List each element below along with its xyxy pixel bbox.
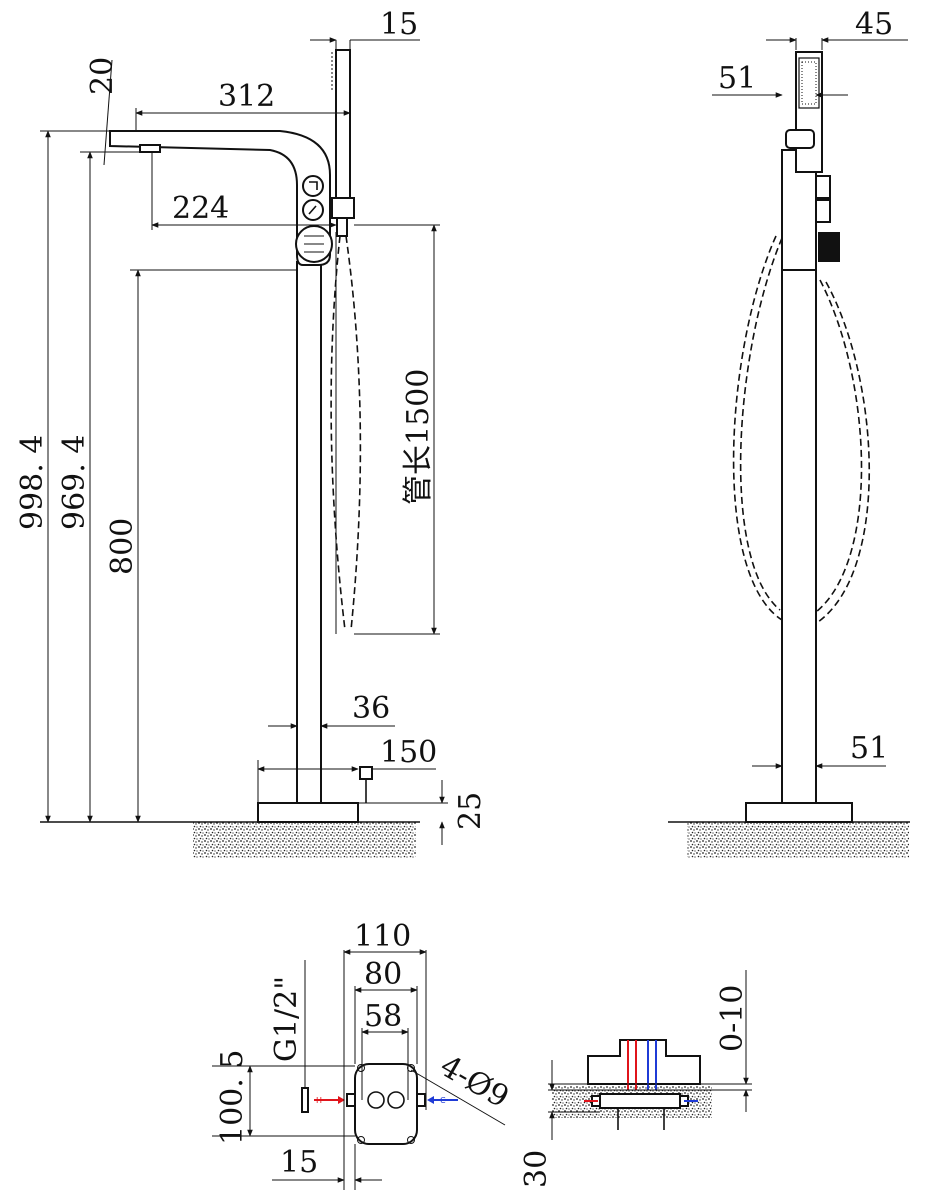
dim-edge: 15 [280, 1145, 318, 1180]
plan-inlet-right [387, 1091, 405, 1109]
label-hot: H [316, 1096, 322, 1105]
front-knob-2 [815, 199, 831, 223]
side-holder [331, 197, 355, 219]
dim-adjust-range: 0-10 [715, 985, 750, 1052]
dim-column-diameter: 36 [352, 691, 390, 726]
section-valve-body [587, 1039, 701, 1085]
dim-holes: 4-Ø9 [434, 1049, 515, 1116]
side-column [296, 261, 322, 804]
section-box [599, 1093, 681, 1109]
dim-plate-height: 100. 5 [215, 1050, 250, 1145]
side-ground [193, 822, 416, 858]
front-shower-head [798, 57, 820, 109]
front-base-plate [745, 802, 853, 823]
dim-base-height: 25 [453, 792, 488, 830]
front-column [781, 269, 817, 804]
dim-body-height: 800 [105, 518, 140, 575]
side-hose-connector [336, 217, 348, 237]
front-hose [739, 237, 783, 611]
dim-handshower-head: 45 [855, 7, 893, 42]
front-view: 45 51 51 [668, 7, 910, 858]
side-knob-upper [302, 175, 324, 197]
side-base-plate [257, 802, 359, 823]
dim-outer-width: 110 [354, 919, 411, 954]
side-view: 15 20 312 224 管长1500 998. 4 969. 4 800 3… [15, 7, 488, 858]
section-view: 0-10 30 [519, 970, 752, 1188]
dim-column-bottom: 51 [850, 731, 888, 766]
label-cold: C [440, 1096, 446, 1105]
dim-spout-height: 969. 4 [57, 435, 92, 530]
plan-inlet-left [367, 1091, 385, 1109]
dim-spout-reach: 312 [218, 79, 275, 114]
front-ground [687, 822, 909, 858]
dim-mid-width: 80 [364, 957, 402, 992]
dim-overall-height: 998. 4 [15, 435, 50, 530]
dim-depth: 30 [519, 1150, 554, 1188]
dim-thread: G1/2" [269, 976, 304, 1062]
front-holder [785, 129, 815, 149]
dim-spout-to-column: 224 [172, 191, 229, 226]
side-hose [330, 235, 346, 631]
side-spout-tip [139, 144, 161, 153]
front-thermostat [818, 232, 840, 262]
dim-hose-length: 管长1500 [401, 369, 436, 505]
side-handshower [335, 49, 351, 201]
dim-column-top: 51 [718, 61, 756, 96]
dim-spout-offset: 20 [85, 57, 120, 95]
dim-base-width: 150 [380, 735, 437, 770]
plan-view: H C 110 80 58 G1/2" 100. 5 4-Ø9 15 [212, 919, 515, 1190]
dim-handshower-width: 15 [380, 7, 418, 42]
dim-inlet-spacing: 58 [364, 999, 402, 1034]
front-knob-1 [815, 175, 831, 199]
